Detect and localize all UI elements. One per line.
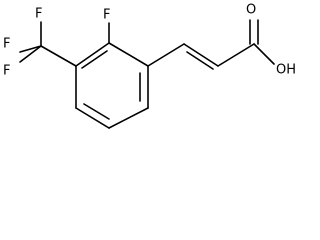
benzene-ring [75, 42, 149, 129]
hydroxyl-label: OH [276, 63, 296, 78]
cf3-left-fluorine-label: F [3, 37, 10, 52]
aryl-fluorine-label: F [103, 8, 110, 23]
molecule-drawing: F F F F O OH [3, 3, 296, 129]
cf3-bottom-fluorine-bond [19, 45, 42, 63]
ring-inner-double-bond-top [81, 50, 108, 69]
vinyl-to-carboxyl-bond [217, 43, 255, 67]
cf3-bottom-fluorine-label: F [3, 64, 10, 79]
substituent-bonds [19, 19, 275, 70]
ring-to-vinyl-bond [147, 43, 185, 67]
vinyl-double-bond-inner [186, 51, 214, 70]
cf3-left-fluorine-bond [19, 45, 42, 53]
ring-to-cf3-bond [40, 45, 77, 67]
atom-labels: F F F F O OH [3, 3, 296, 79]
ring-bond-c5-c6 [108, 107, 149, 129]
structure-diagram: F F F F O OH [3, 2, 297, 129]
vinyl-double-bond-main [183, 43, 219, 67]
carbonyl-oxygen-label: O [246, 3, 256, 18]
ring-bond-c4-c5 [75, 107, 110, 129]
carboxyl-oh-bond [253, 43, 275, 65]
ring-inner-double-bond-bottom [83, 103, 110, 120]
ring-bond-c1-c2 [108, 42, 149, 67]
cf3-top-fluorine-label: F [35, 7, 42, 22]
ring-bond-c2-c3 [75, 42, 110, 67]
